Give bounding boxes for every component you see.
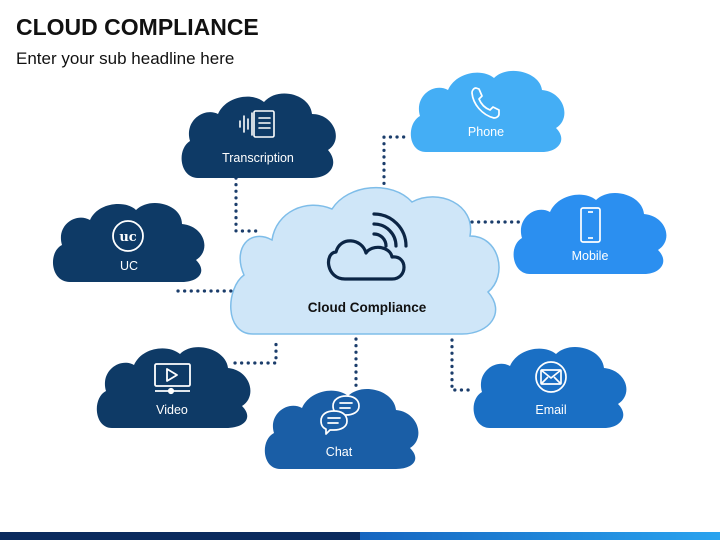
envelope-icon xyxy=(535,361,567,393)
connector-video xyxy=(233,340,278,365)
phone-icon xyxy=(471,87,500,119)
cloud-label: Phone xyxy=(468,125,504,139)
cloud-chat: Chat xyxy=(264,388,419,469)
video-player-icon xyxy=(154,363,191,395)
cloud-shape xyxy=(52,202,205,282)
cloud-email: Email xyxy=(473,346,627,428)
cloud-shape xyxy=(473,346,627,428)
cloud-shape xyxy=(181,93,336,178)
cloud-mobile: Mobile xyxy=(513,192,667,274)
cloud-transcription: Transcription xyxy=(181,93,336,178)
cloud-label: Video xyxy=(156,403,188,417)
center-cloud-shape xyxy=(230,186,500,335)
svg-text:uc: uc xyxy=(119,230,136,245)
cloud-shape xyxy=(513,192,667,274)
connector-phone xyxy=(382,135,412,192)
connector-transcription xyxy=(234,176,264,233)
cloud-label: UC xyxy=(120,259,138,273)
cloud-video: Video xyxy=(96,347,251,428)
page-title: CLOUD COMPLIANCE xyxy=(16,14,259,40)
cloud-label: Email xyxy=(535,403,566,417)
audio-transcript-icon xyxy=(239,110,275,138)
uc-icon: uc xyxy=(112,220,144,252)
cloud-signal-icon xyxy=(326,212,408,281)
page-subtitle: Enter your sub headline here xyxy=(16,49,235,68)
center-cloud: Cloud Compliance xyxy=(230,186,500,335)
footer-segment-light xyxy=(360,532,720,540)
mobile-icon xyxy=(580,207,601,243)
connector-email xyxy=(450,338,476,392)
footer-segment-dark xyxy=(0,532,360,540)
cloud-uc: uc UC xyxy=(52,202,205,282)
footer-bar xyxy=(0,532,720,540)
cloud-shape xyxy=(96,347,251,428)
cloud-label: Chat xyxy=(326,445,353,459)
chat-bubbles-icon xyxy=(320,395,360,435)
cloud-shape xyxy=(410,70,565,152)
connectors xyxy=(176,135,526,392)
center-label: Cloud Compliance xyxy=(308,300,427,315)
cloud-label: Transcription xyxy=(222,151,294,165)
cloud-phone: Phone xyxy=(410,70,565,152)
cloud-label: Mobile xyxy=(572,249,609,263)
